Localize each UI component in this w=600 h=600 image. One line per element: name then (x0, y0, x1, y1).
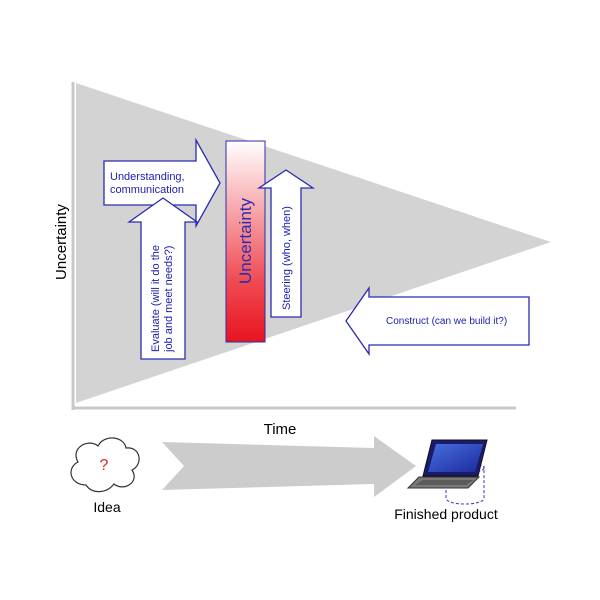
steering-arrow: Steering (who, when) (256, 169, 316, 318)
laptop-icon (406, 439, 488, 505)
x-axis-label: Time (264, 421, 297, 438)
idea-label: Idea (93, 499, 120, 515)
construct-label: Construct (can we build it?) (386, 316, 507, 327)
text-line: Understanding, (110, 171, 185, 183)
construct-arrow: Construct (can we build it?) (345, 285, 530, 357)
evaluate-arrow: Evaluate (will it do thejob and meet nee… (126, 197, 200, 360)
text-line: Evaluate (will it do the (150, 245, 162, 352)
y-axis-label: Uncertainty (53, 204, 70, 280)
uncertainty-bar-label: Uncertainty (236, 198, 255, 284)
finished-product-label: Finished product (394, 506, 498, 522)
evaluate-label: Evaluate (will it do thejob and meet nee… (150, 245, 175, 353)
text-line: job and meet needs?) (163, 246, 175, 353)
process-arrow (162, 436, 416, 497)
text-line: communication (110, 184, 184, 196)
understanding-arrow: Understanding,communication (103, 137, 221, 229)
idea-question-mark: ? (100, 457, 109, 474)
understanding-label: Understanding,communication (110, 171, 185, 196)
uncertainty-bar (225, 140, 266, 343)
idea-cloud-icon: ? (70, 437, 140, 493)
steering-label: Steering (who, when) (281, 206, 293, 310)
